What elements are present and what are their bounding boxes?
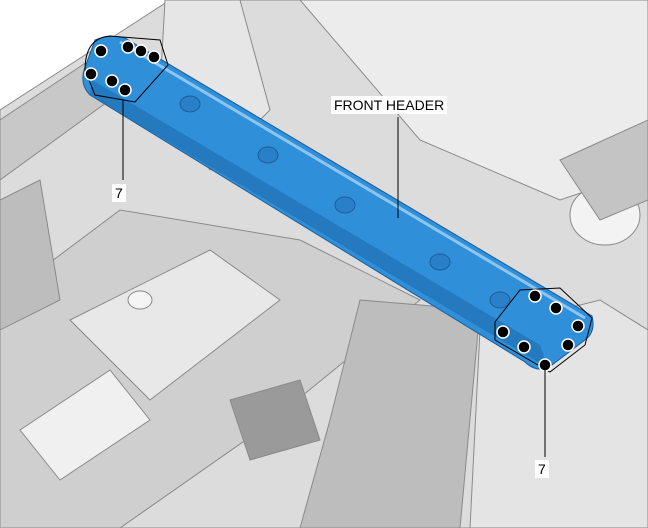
bolt-marker [147, 50, 161, 64]
bolt-marker [549, 301, 563, 315]
bolt-marker [121, 40, 135, 54]
bolt-marker [538, 358, 552, 372]
bolt-marker [496, 325, 510, 339]
bolt-marker [105, 74, 119, 88]
bolt-marker [134, 44, 148, 58]
callout-region-left [84, 35, 169, 103]
bolt-marker [571, 319, 585, 333]
callout-number-left: 7 [112, 184, 126, 202]
bolt-marker [517, 340, 531, 354]
bolt-marker [528, 289, 542, 303]
bolt-marker [84, 67, 98, 81]
bolt-marker [561, 338, 575, 352]
callout-number-right: 7 [535, 460, 549, 478]
label-front-header: FRONT HEADER [331, 96, 448, 114]
callout-region-right [494, 287, 593, 373]
front-header-beam [82, 35, 594, 370]
bolt-marker [94, 44, 108, 58]
bolt-marker [118, 83, 132, 97]
bolt-markers [84, 40, 585, 372]
